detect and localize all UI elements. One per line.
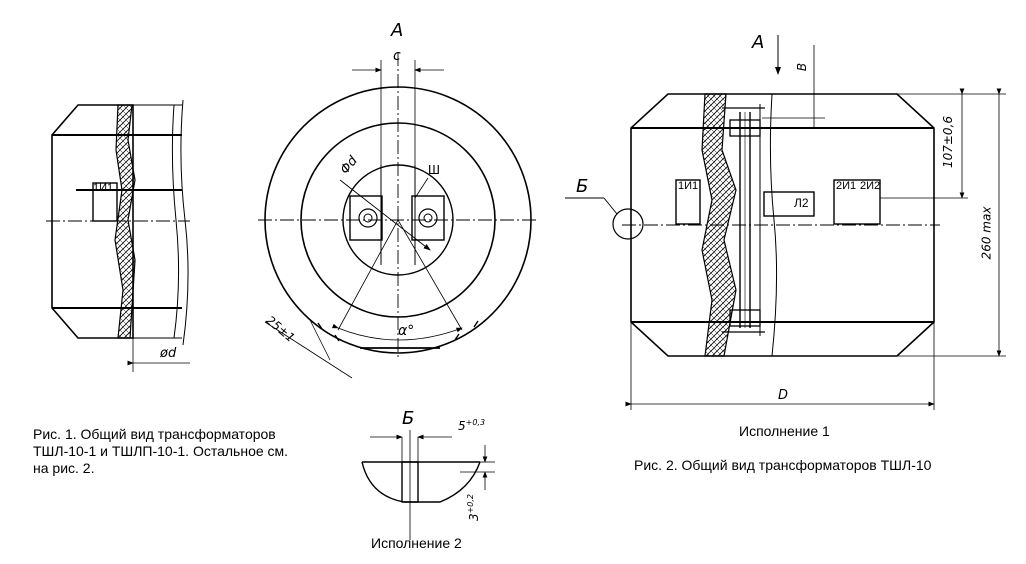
fig2-view-a-label: А [752, 32, 765, 53]
detail-dim-3-value: 3 [467, 513, 482, 522]
fig2-dim-b-label: В [795, 62, 810, 72]
fig1-diam-d-label: ød [160, 346, 177, 361]
fig1-side-view [46, 99, 190, 372]
fig1-sh-label: Ш [428, 162, 440, 177]
detail-dim-3-label: 3+0,2 [466, 494, 481, 521]
fig2-main-view [565, 35, 1006, 410]
detail-dim-5-tolerance: +0,3 [465, 418, 486, 427]
fig2-terminal-1i1-label: 1И1 [678, 180, 699, 192]
fig2-terminal-2i1-label: 2И1 [836, 180, 857, 192]
detail-dim-5-label: 5+0,3 [458, 418, 485, 433]
fig2-terminal-l2-label: Л2 [794, 196, 809, 210]
fig2-view-b-label: Б [576, 176, 589, 197]
version1-caption: Исполнение 1 [739, 423, 830, 439]
fig1-terminal-1i1-label: 1И1 [93, 182, 114, 194]
fig1-view-a-label: А [391, 20, 404, 41]
version2-caption: Исполнение 2 [371, 535, 462, 551]
fig2-terminal-2i2-label: 2И2 [860, 180, 881, 192]
detail-dim-3-tolerance: +0,2 [466, 493, 476, 514]
fig2-caption: Рис. 2. Общий вид трансформаторов ТШЛ-10 [634, 457, 932, 473]
fig2-dim-D-label: D [778, 388, 789, 403]
fig1-alpha-label: α° [398, 323, 415, 339]
fig1-c-label: c [393, 48, 401, 64]
detail-b-view [361, 430, 495, 540]
fig1-front-view [258, 52, 538, 379]
fig2-dim-260-label: 260 max [979, 206, 994, 260]
fig2-dim-107-label: 107±0,6 [941, 115, 956, 169]
detail-b-label: Б [402, 408, 415, 429]
detail-dim-5-value: 5 [458, 419, 466, 433]
fig1-caption: Рис. 1. Общий вид трансформаторов ТШЛ-10… [33, 426, 289, 476]
